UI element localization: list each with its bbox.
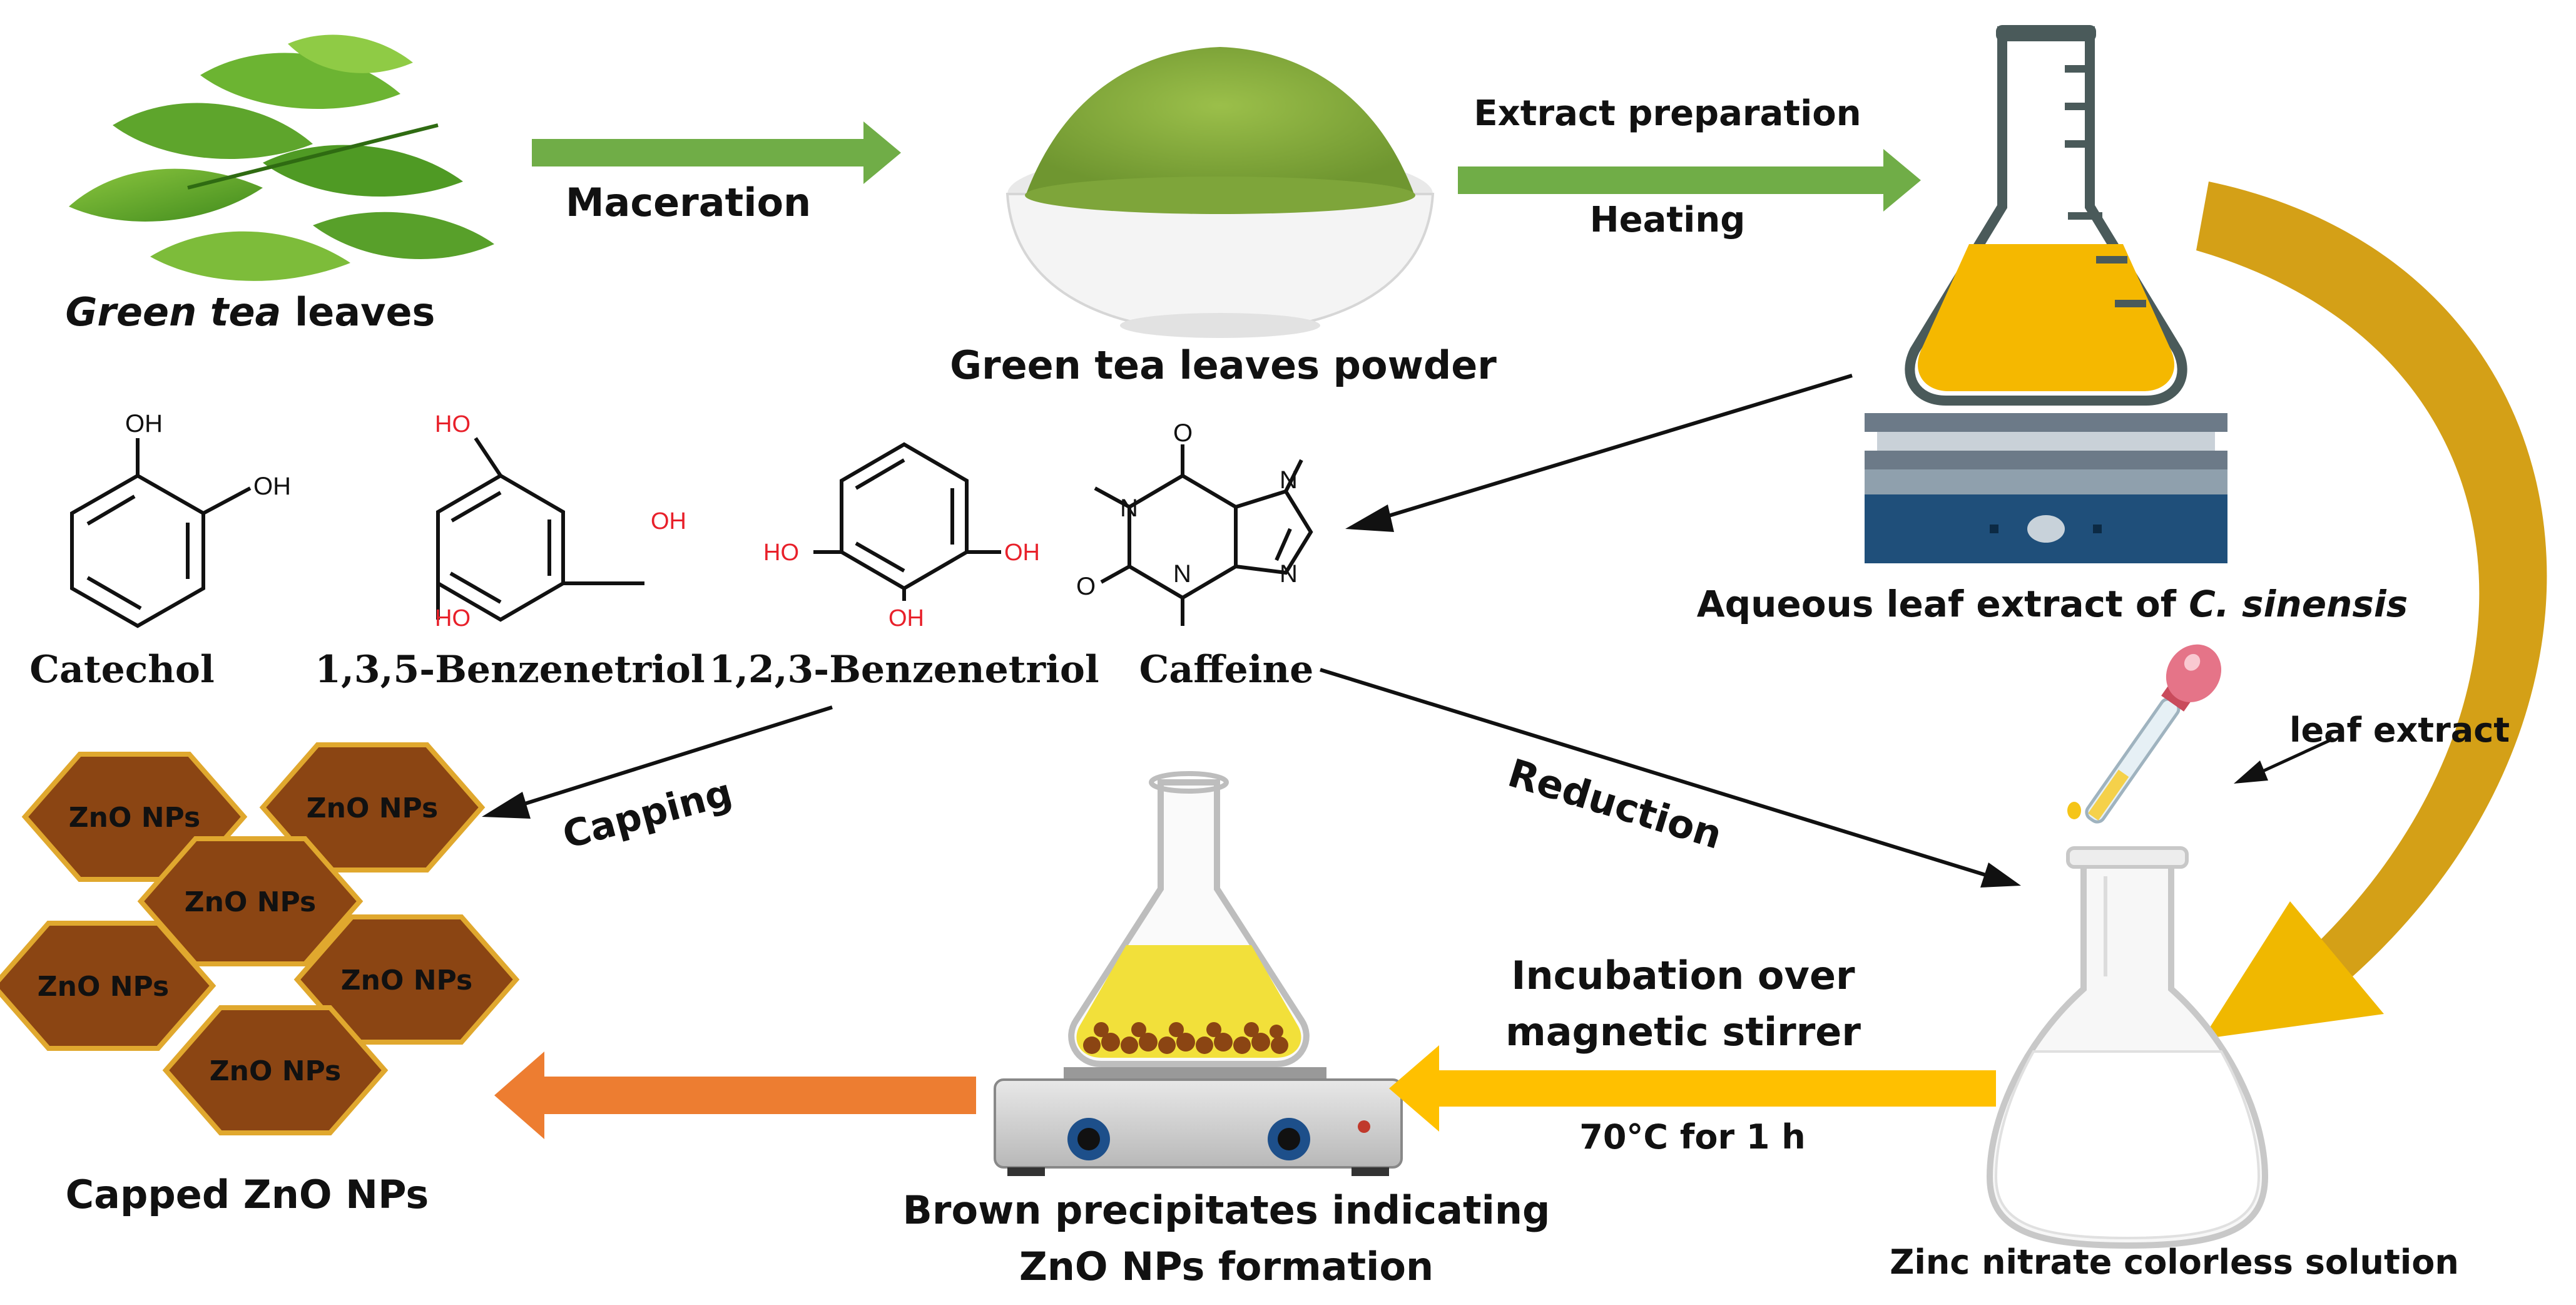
caffeine-o-2: O [1076,573,1096,600]
zinc-nitrate-label: Zinc nitrate colorless solution [1890,1242,2459,1282]
benzenetriol-135-oh-1: HO [435,411,471,438]
benzenetriol-135-oh-3: HO [435,605,471,632]
leaf-icon [69,34,494,281]
extract-flask-image [1865,25,2227,563]
benzenetriol-135-label: 1,3,5-Benzenetriol [315,648,705,692]
powder-bowl-image [1005,47,1435,338]
heating-label: Heating [1590,200,1746,240]
catechol-oh-1: OH [125,410,163,438]
benzenetriol-123-structure [813,442,1001,601]
brown-precipitates-line1: Brown precipitates indicating [903,1187,1550,1233]
benzenetriol-123-oh-3: OH [888,605,924,632]
arrow-extract-to-compounds [1345,374,1853,532]
yellow-arrow [1389,1045,1996,1132]
gold-curved-arrow [2196,182,2547,1039]
reduction-label: Reduction [1503,750,1728,858]
brown-precipitates-line2: ZnO NPs formation [1019,1244,1433,1289]
aqueous-extract-label: Aqueous leaf extract of C. sinensis [1697,583,2408,625]
caffeine-o-1: O [1173,419,1193,447]
caffeine-n-2: N [1173,560,1191,588]
zinc-nitrate-flask-image [1986,846,2269,1249]
extract-arrow [1458,149,1921,212]
reduction-arrow [1320,668,2021,888]
green-tea-leaves-label: Green tea leaves [66,289,435,335]
leaf-extract-pointer [2234,737,2335,784]
incubation-line1: Incubation over [1511,953,1855,998]
zno-nanoparticle-label: ZnO NPs [185,886,316,918]
incubation-line2: magnetic stirrer [1505,1009,1861,1055]
dropper-icon [2067,644,2222,824]
benzenetriol-135-structure [436,437,644,622]
green-tea-italic: Green tea [66,289,282,335]
extract-preparation-label: Extract preparation [1474,93,1861,134]
maceration-label: Maceration [566,180,811,225]
maceration-arrow [532,121,901,184]
caffeine-n-4: N [1280,560,1298,588]
benzenetriol-123-oh-1: HO [763,540,799,566]
leaves-word: leaves [281,289,435,335]
caffeine-structure [1094,444,1313,626]
capped-zno-label: Capped ZnO NPs [66,1172,429,1217]
leaf-extract-label: leaf extract [2289,710,2510,750]
powder-label: Green tea leaves powder [950,342,1497,388]
zno-nanoparticle-label: ZnO NPs [38,971,169,1003]
catechol-structure [70,438,252,628]
benzenetriol-123-label: 1,2,3-Benzenetriol [709,648,1099,692]
orange-arrow [494,1052,976,1139]
capping-arrow [482,705,833,819]
brown-precipitate [1083,1022,1288,1054]
benzenetriol-135-oh-2: OH [651,508,686,535]
zno-nanoparticle-label: ZnO NPs [69,802,200,834]
temperature-label: 70°C for 1 h [1579,1117,1805,1157]
aqueous-extract-species: C. sinensis [2189,583,2408,625]
benzenetriol-123-oh-2: OH [1004,540,1040,566]
aqueous-extract-prefix: Aqueous leaf extract of [1697,583,2189,625]
caffeine-n-1: N [1120,494,1138,522]
catechol-oh-2: OH [253,473,291,500]
zno-nanoparticle-hexagon [162,1005,389,1135]
zno-nanoparticle-label: ZnO NPs [210,1055,341,1087]
precipitate-flask-image [994,771,1403,1176]
zno-nanoparticle-label: ZnO NPs [341,965,472,996]
zno-nanoparticle-label: ZnO NPs [307,792,438,824]
green-tea-leaves-image [69,34,494,281]
catechol-label: Catechol [29,648,215,692]
caffeine-label: Caffeine [1139,648,1314,692]
zno-nanoparticle-hexagon [0,921,216,1051]
caffeine-n-3: N [1280,466,1298,494]
